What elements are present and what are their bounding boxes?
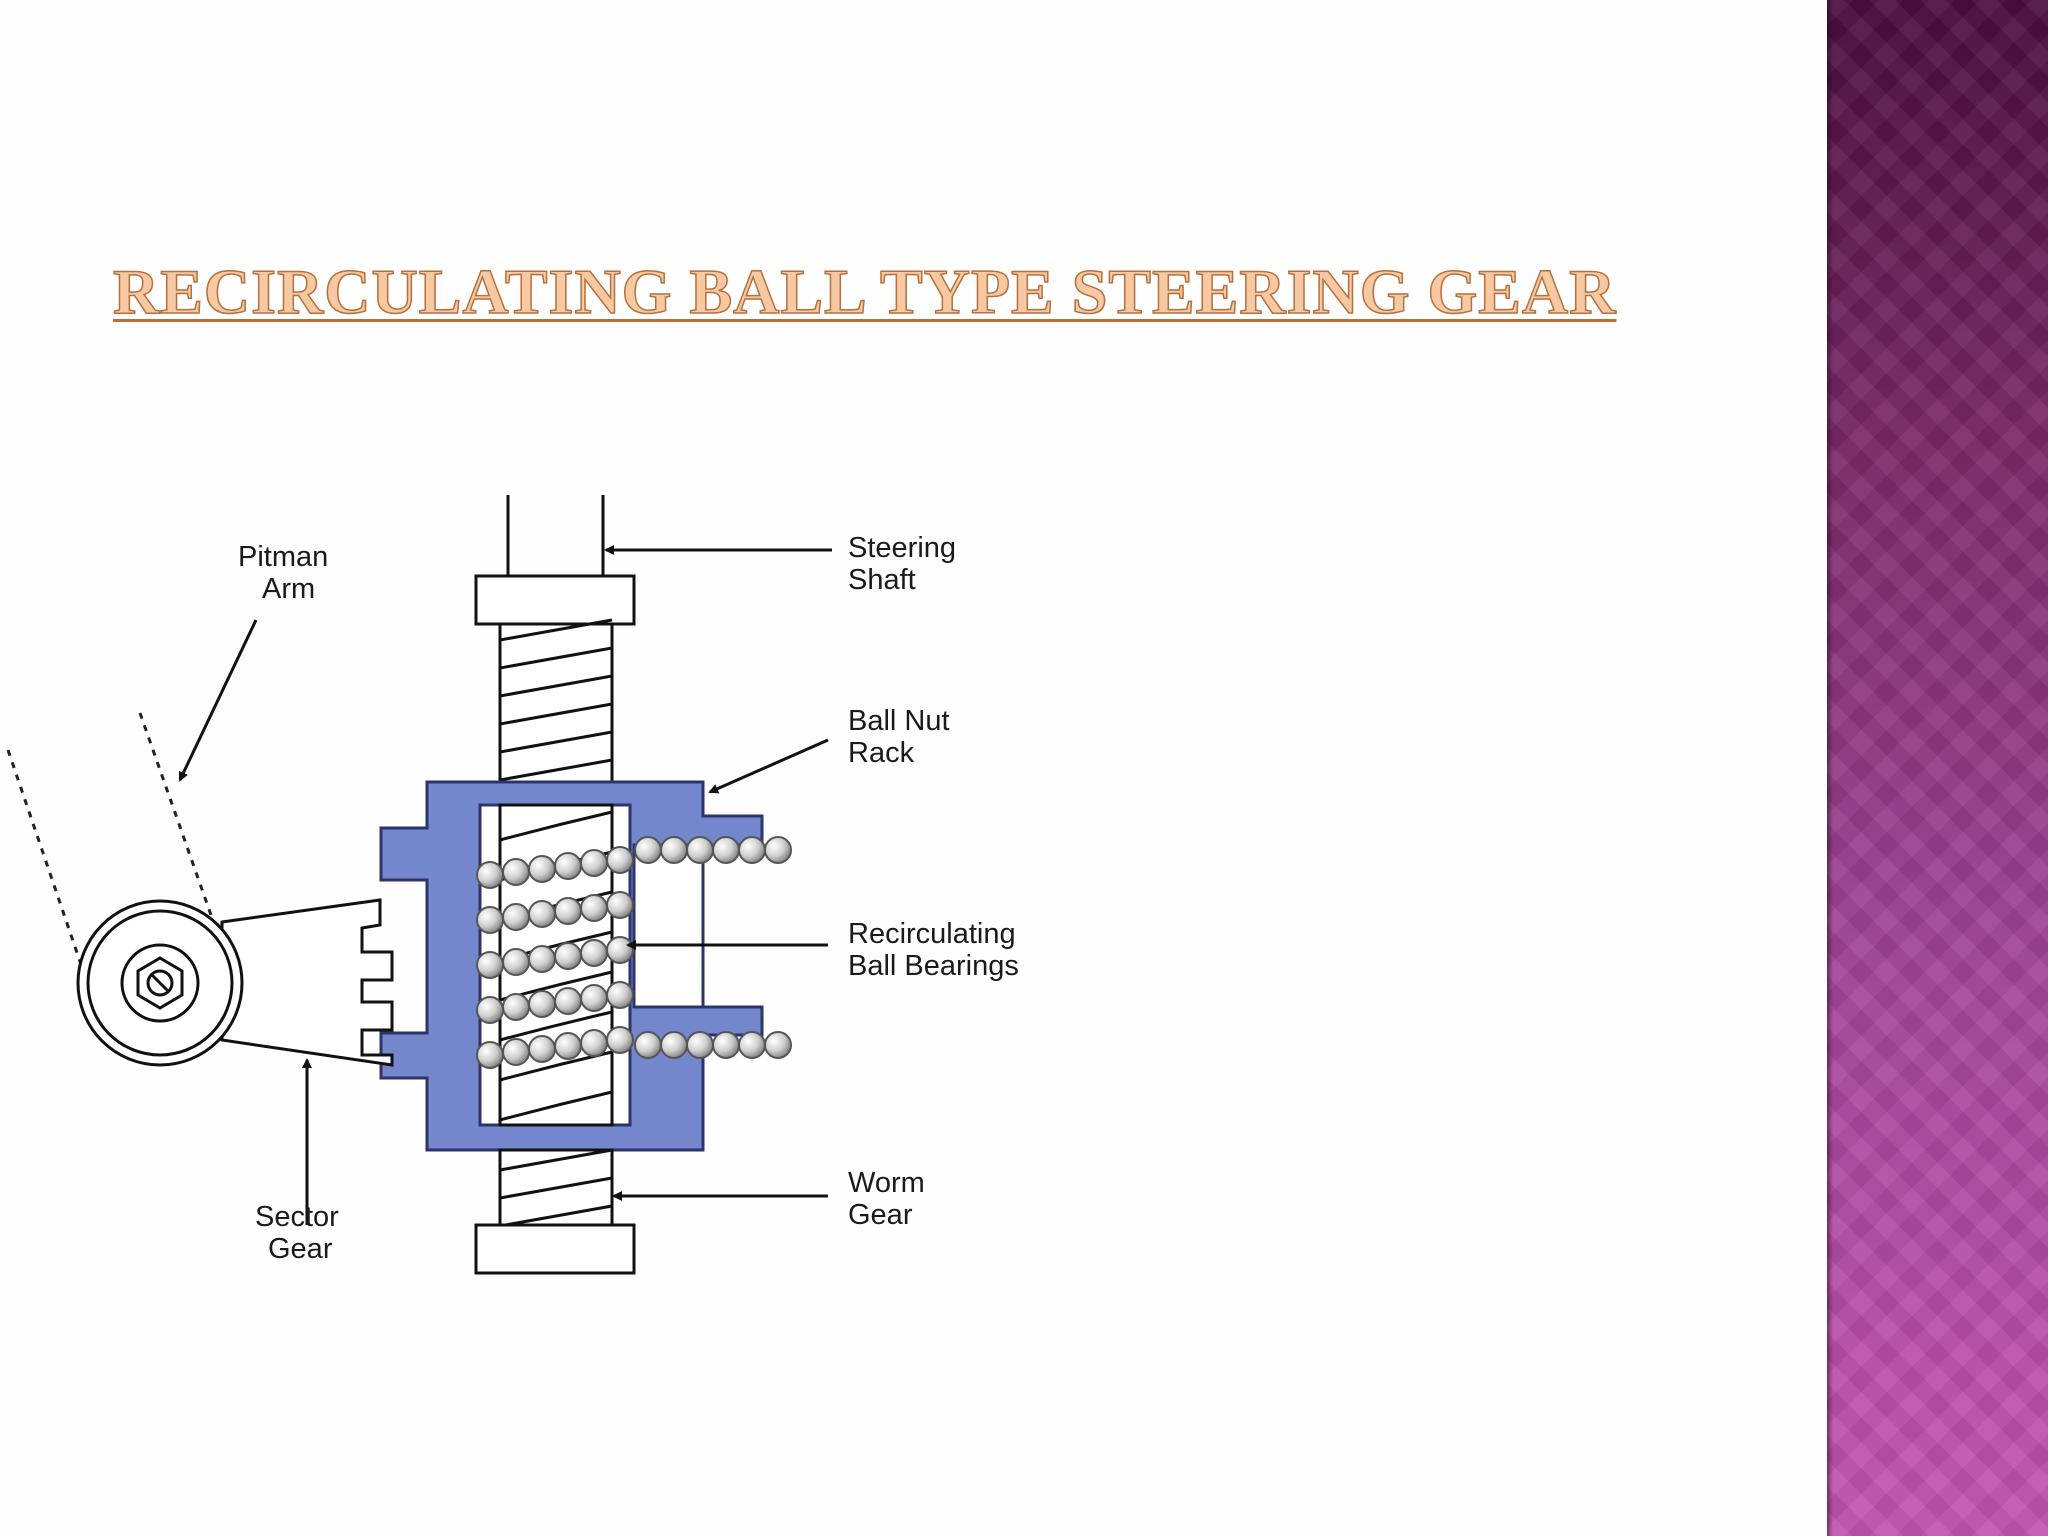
label-pitman-line2: Arm <box>262 573 315 605</box>
decorative-side-band <box>1827 0 2048 1536</box>
label-ballnut-line2: Rack <box>848 737 915 769</box>
leader-arrows <box>178 545 832 1225</box>
label-sector-line1: Sector <box>255 1201 339 1233</box>
ball-return-lower <box>634 1031 792 1059</box>
label-worm-line2: Gear <box>848 1199 913 1231</box>
label-sector-line2: Gear <box>268 1233 333 1265</box>
recirculating-ball-bearings <box>476 836 792 1069</box>
ball-row-4 <box>476 981 634 1024</box>
ball-return-upper <box>634 836 792 864</box>
pitman-swing-lines <box>6 712 220 986</box>
pitman-arm-hub <box>76 899 244 1067</box>
ball-row-5 <box>476 1026 634 1069</box>
slide-title: RECIRCULATING BALL TYPE STEERING GEAR <box>112 255 1617 328</box>
steering-shaft <box>474 495 636 626</box>
diagram-labels: Pitman Arm Steering Shaft Ball Nut Rack … <box>238 532 1019 1265</box>
arrow-pitman-arm <box>178 619 258 782</box>
label-recirc-line1: Recirculating <box>848 918 1016 950</box>
ball-row-1 <box>476 846 634 889</box>
label-steering-line1: Steering <box>848 532 956 564</box>
ball-row-2 <box>476 891 634 934</box>
steering-gear-diagram: Pitman Arm Steering Shaft Ball Nut Rack … <box>6 495 1019 1275</box>
label-recirc-line2: Ball Bearings <box>848 950 1019 982</box>
arrow-ball-nut-rack <box>708 738 829 794</box>
sector-gear <box>220 898 394 1067</box>
worm-thread-lower <box>474 1148 636 1275</box>
label-steering-line2: Shaft <box>848 564 916 596</box>
label-ballnut-line1: Ball Nut <box>848 705 950 737</box>
label-pitman-line1: Pitman <box>238 541 328 573</box>
label-worm-line1: Worm <box>848 1167 925 1199</box>
